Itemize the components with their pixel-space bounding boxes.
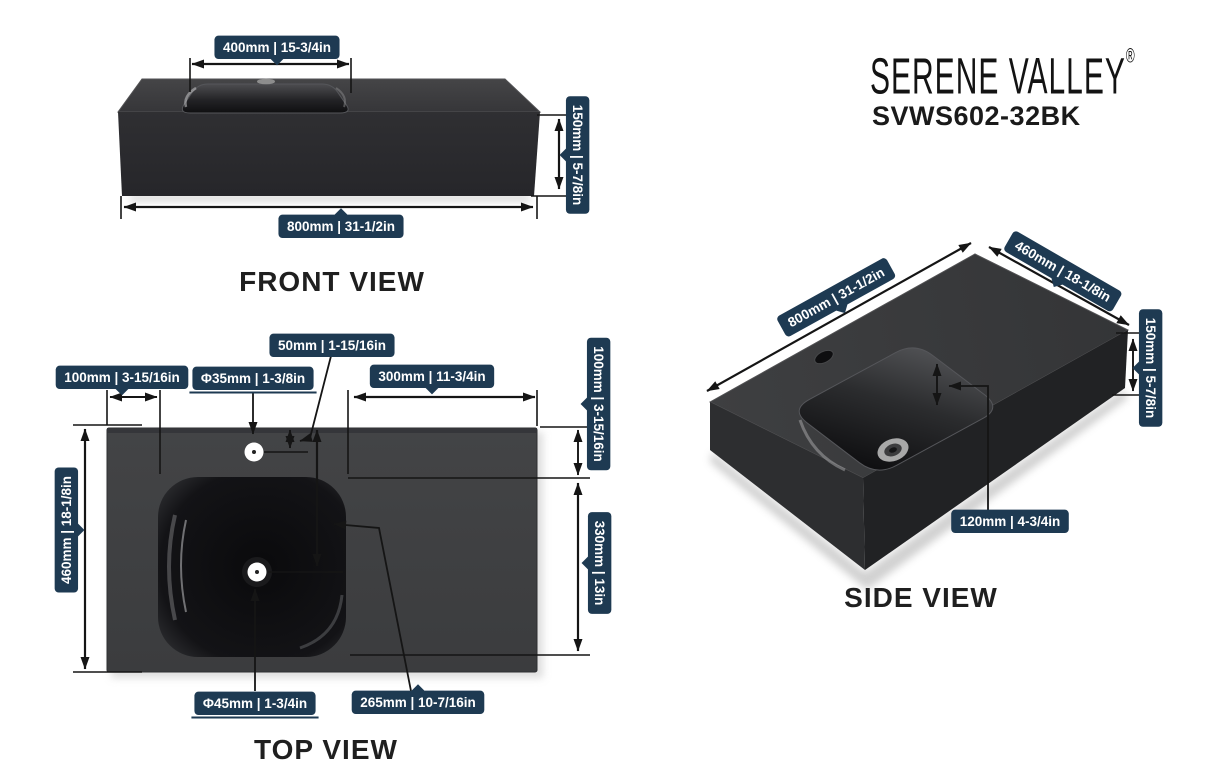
front-sink-shadow bbox=[130, 194, 530, 202]
badge-label: 50mm | 1-15/16in bbox=[278, 338, 386, 353]
badge-label: 800mm | 31-1/2in bbox=[287, 219, 395, 234]
dim-top-faucet-offset-badge: 50mm | 1-15/16in bbox=[269, 333, 395, 358]
top-view-label: TOP VIEW bbox=[254, 734, 398, 765]
side-view-sink bbox=[708, 253, 1130, 590]
side-view-dimension-lines bbox=[706, 242, 1159, 511]
brand-name: SERENE VALLEY bbox=[870, 49, 1126, 106]
front-view-label: FRONT VIEW bbox=[239, 266, 425, 297]
dim-top-basin-back-offset-badge: 100mm | 3-15/16in bbox=[580, 337, 611, 471]
front-faucet-hole bbox=[257, 78, 275, 85]
top-view: 50mm | 1-15/16in Φ35mm | 1-3/8in 100mm |… bbox=[54, 333, 612, 765]
side-drain bbox=[877, 438, 909, 462]
front-basin-highlight-right bbox=[335, 87, 346, 108]
top-view-dimension-lines bbox=[73, 355, 590, 692]
badge-label: 100mm | 3-15/16in bbox=[64, 370, 180, 385]
top-basin-highlight-corner bbox=[299, 594, 344, 650]
top-basin-highlight-left2 bbox=[180, 519, 187, 613]
side-sink-shadow bbox=[710, 390, 1128, 590]
dim-top-basin-depth-badge: 330mm | 13in bbox=[581, 512, 612, 614]
top-view-sink bbox=[106, 427, 543, 678]
front-basin-opening bbox=[181, 83, 349, 114]
dim-side-basin-inner-depth-badge: 120mm | 4-3/4in bbox=[951, 509, 1069, 534]
badge-label: 120mm | 4-3/4in bbox=[960, 514, 1061, 529]
model-number: SVWS602-32BK bbox=[872, 101, 1081, 131]
badge-label: 150mm | 5-7/8in bbox=[570, 105, 585, 206]
side-view: 800mm | 31-1/2in 460mm | 18-1/8in 150mm … bbox=[706, 231, 1163, 613]
registered-trademark-icon: ® bbox=[1125, 44, 1135, 68]
badge-label: 460mm | 18-1/8in bbox=[59, 476, 74, 584]
dim-top-total-depth-badge: 460mm | 18-1/8in bbox=[54, 467, 85, 593]
badge-label: 300mm | 11-3/4in bbox=[378, 369, 485, 384]
top-basin-highlight-left bbox=[167, 514, 177, 621]
side-sink-front-face bbox=[863, 330, 1128, 570]
dim-top-faucet-diameter-badge: Φ35mm | 1-3/8in bbox=[189, 366, 317, 394]
badge-label: 265mm | 10-7/16in bbox=[360, 695, 476, 710]
badge-label: Φ35mm | 1-3/8in bbox=[201, 371, 305, 386]
dim-top-right-span-badge: 300mm | 11-3/4in bbox=[369, 364, 495, 395]
front-view-sink bbox=[117, 78, 542, 202]
dim-side-height-badge: 150mm | 5-7/8in bbox=[1132, 309, 1163, 427]
badge-label: Φ45mm | 1-3/4in bbox=[203, 696, 307, 711]
top-drain-hole-center bbox=[255, 570, 259, 574]
side-basin-highlight bbox=[798, 419, 846, 472]
dim-front-basin-width-badge: 400mm | 15-3/4in bbox=[214, 35, 340, 66]
front-basin-highlight-left bbox=[184, 86, 197, 108]
side-sink-left-face bbox=[710, 402, 865, 570]
dim-top-drain-diameter-badge: Φ45mm | 1-3/4in bbox=[191, 691, 319, 719]
front-sink-front-face bbox=[118, 112, 540, 196]
side-view-label: SIDE VIEW bbox=[844, 582, 998, 613]
front-view-dimension-lines bbox=[120, 58, 569, 219]
brand-logo: SERENE VALLEY® bbox=[870, 44, 1135, 107]
front-view: 400mm | 15-3/4in 150mm | 5-7/8in 800mm |… bbox=[117, 35, 590, 297]
dim-top-left-offset-badge: 100mm | 3-15/16in bbox=[55, 365, 189, 396]
badge-label: 100mm | 3-15/16in bbox=[591, 346, 606, 462]
badge-label: 330mm | 13in bbox=[592, 521, 607, 606]
badge-label: 400mm | 15-3/4in bbox=[223, 40, 331, 55]
dim-top-drain-offset-badge: 265mm | 10-7/16in bbox=[351, 684, 485, 715]
top-faucet-hole-center bbox=[252, 450, 256, 454]
top-counter-edge bbox=[107, 428, 537, 433]
badge-label: 150mm | 5-7/8in bbox=[1143, 318, 1158, 419]
dim-front-total-width-badge: 800mm | 31-1/2in bbox=[278, 208, 404, 239]
